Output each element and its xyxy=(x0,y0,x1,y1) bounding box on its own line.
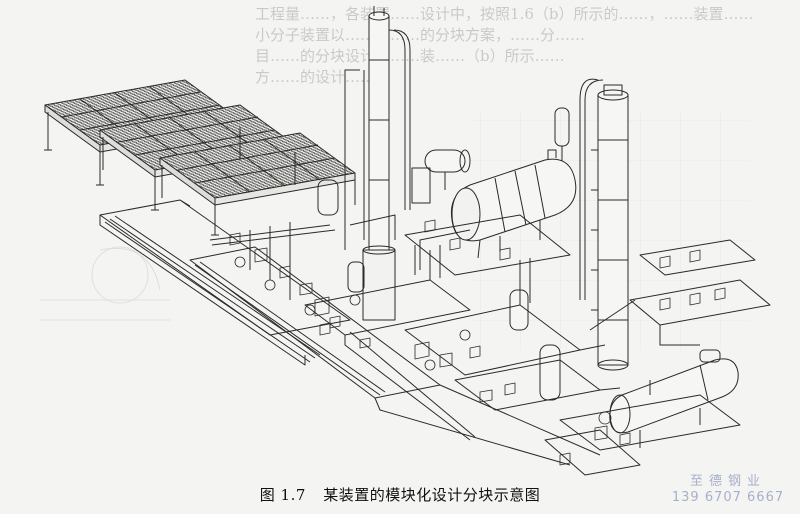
air-cooler-bank xyxy=(44,79,356,236)
pipe-runs xyxy=(99,199,700,466)
figure-caption: 图 1.7 某装置的模块化设计分块示意图 xyxy=(0,484,800,505)
bleed-line: 小分子装置以……进……的分块方案，……分…… xyxy=(255,26,586,44)
main-distillation-column xyxy=(344,6,411,321)
figure-title: 某装置的模块化设计分块示意图 xyxy=(323,486,541,504)
plant-module-drawing xyxy=(40,6,771,476)
horizontal-drum xyxy=(450,149,577,259)
watermark: 至德钢业 139 6707 6667 xyxy=(658,470,798,505)
heat-exchanger xyxy=(609,349,739,448)
secondary-column xyxy=(554,78,629,371)
small-vessels xyxy=(317,179,561,401)
watermark-name: 至德钢业 xyxy=(689,474,766,489)
reflux-drum xyxy=(411,149,471,204)
watermark-phone: 139 6707 6667 xyxy=(671,490,785,505)
skid-equipment-detail xyxy=(229,219,726,466)
figure-number: 图 1.7 xyxy=(259,486,306,504)
